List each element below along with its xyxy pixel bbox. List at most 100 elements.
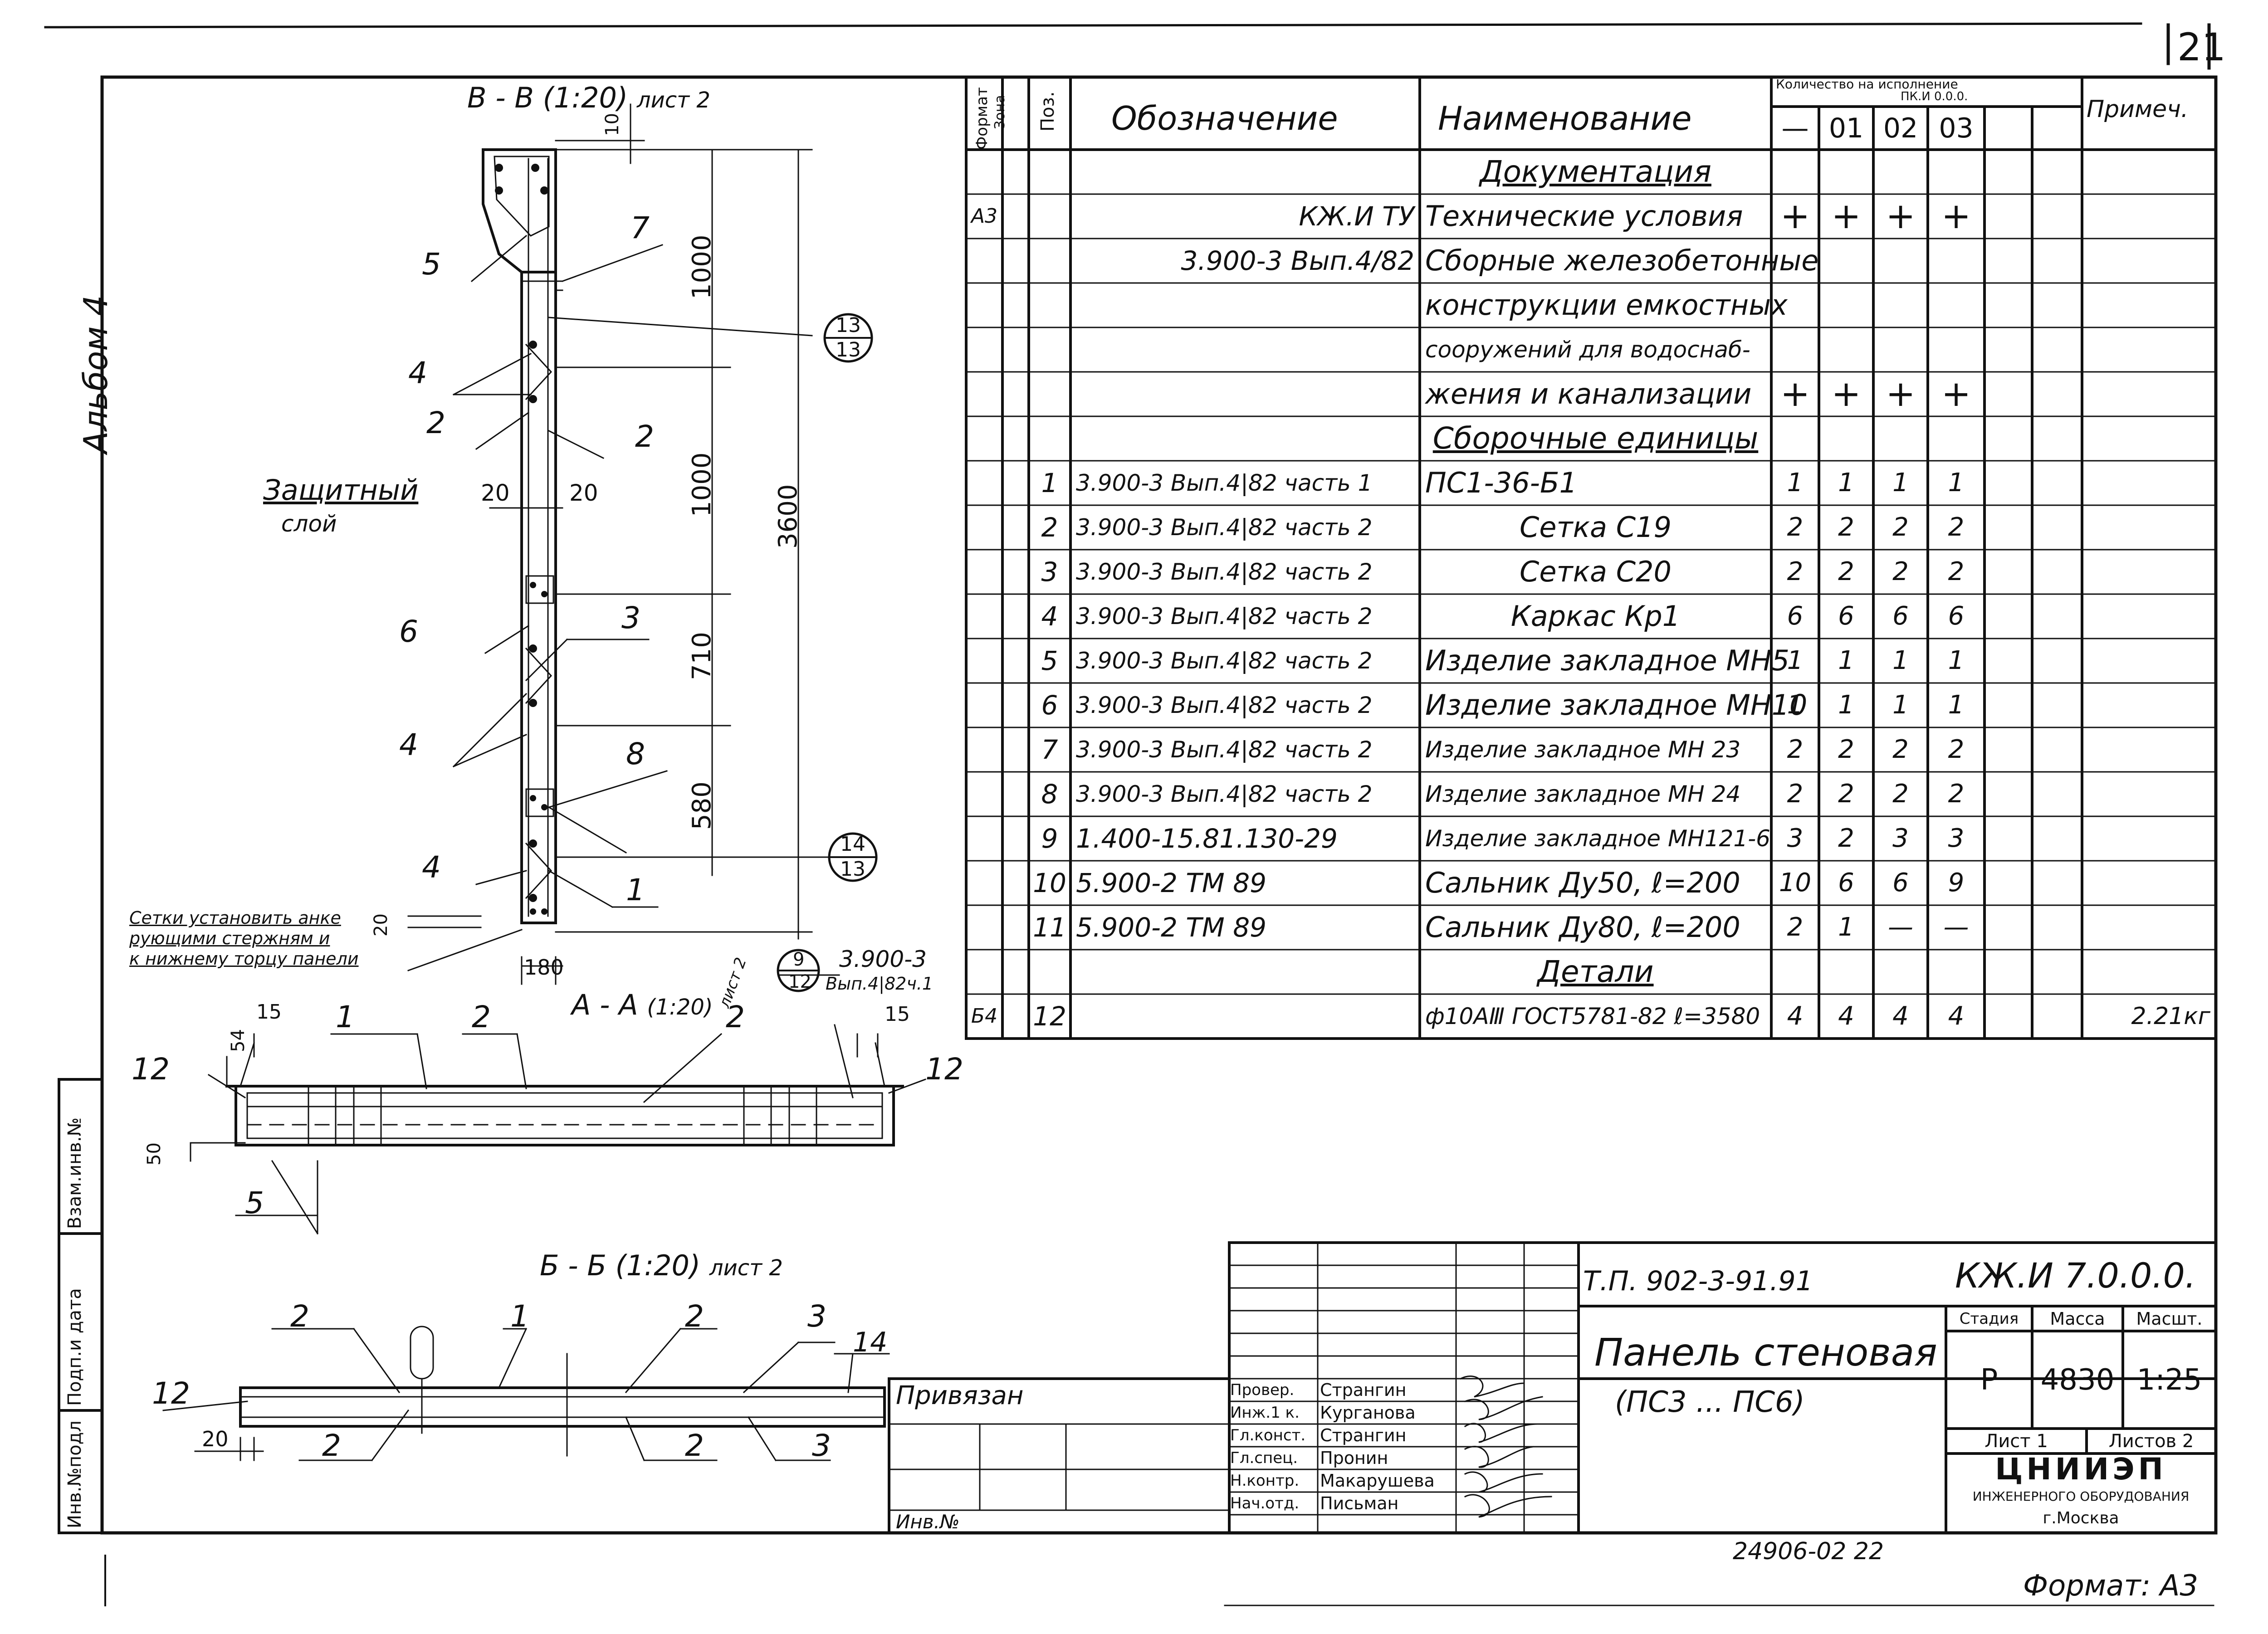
spec-row-qty: 4 [1892,1001,1909,1031]
spec-row-format [966,950,1002,994]
sheet-number: 21 [2177,25,2226,69]
spec-row-qty: 2 [1892,557,1909,586]
tb-org-2: ИНЖЕНЕРНОГО ОБОРУДОВАНИЯ [1972,1489,2190,1504]
spec-row-format: А3 [971,205,998,228]
spec-row-qty [1771,239,1819,283]
spec-row-designation [1070,416,1420,461]
spec-header-var-03: 03 [1939,112,1974,144]
spec-row-format [966,461,1002,505]
spec-row-qty: 2 [1948,512,1965,542]
vv-dim-710: 710 [687,632,717,680]
tb-privyazan: Привязан [896,1381,1024,1410]
spec-row-name: Изделие закладное МН10 [1425,688,1808,722]
spec-row-format [966,150,1002,194]
spec-row-designation [1070,283,1420,327]
tb-project: Т.П. 902-3-91.91 [1583,1265,1813,1297]
aa-ref-9: 9 [793,949,805,970]
aa-callout-2b: 2 [726,1000,745,1034]
vv-callout-3: 3 [621,600,640,635]
vv-dim-180: 180 [524,955,564,980]
tb-mass-header: Масса [2050,1308,2105,1329]
tb-title-1: Панель стеновая [1594,1330,1937,1375]
spec-row-qty: 9 [1948,868,1965,897]
spec-row-format [966,239,1002,283]
spec-row-qty: 1 [1838,468,1854,498]
signatures [1459,1375,1552,1518]
spec-row-pos [1029,239,1070,283]
vv-callout-2a: 2 [426,405,445,440]
vv-dim-20-left: 20 [481,480,510,506]
spec-row-qty: 2 [1787,735,1804,764]
spec-row-qty: 2 [1948,557,1965,586]
stamp-inv-repl: Взам.инв.№ [64,1117,85,1229]
bb-dim-20: 20 [202,1427,229,1451]
tb-signatory-name: Курганова [1320,1403,1416,1423]
spec-section-heading: Документация [1480,154,1711,189]
spec-row-name: ПС1-36-Б1 [1425,466,1577,499]
spec-row-qty: — [1888,912,1913,942]
spec-row-pos [1029,372,1070,416]
spec-row-qty [1771,416,1819,461]
spec-row-qty: + [1941,374,1971,415]
aa-callout-12-right: 12 [925,1052,963,1087]
spec-row-qty [1873,416,1928,461]
vv-callout-1: 1 [626,873,645,907]
tb-code: КЖ.И 7.0.0.0. [1955,1255,2196,1296]
spec-row-qty: + [1780,196,1810,237]
spec-row-pos: 7 [1041,734,1058,765]
vv-title: В - В (1:20) лист 2 [467,81,710,114]
spec-row-name: Сетка С19 [1520,511,1672,544]
spec-row-qty: 4 [1787,1001,1804,1031]
spec-row-designation: 3.900-3 Вып.4|82 часть 2 [1076,648,1373,674]
spec-row-note [2082,283,2216,327]
aa-callout-1: 1 [336,1000,355,1034]
spec-row-format [966,372,1002,416]
spec-row-qty [1771,283,1819,327]
tb-role: Н.контр. [1230,1472,1300,1490]
spec-row-pos [1029,283,1070,327]
aa-ref-12: 12 [788,971,811,992]
spec-row-qty [1928,327,1984,372]
spec-row-note [2082,327,2216,372]
spec-row-note [2082,905,2216,950]
spec-row-pos: 10 [1033,868,1066,898]
spec-row-note [2082,461,2216,505]
spec-row-designation [1070,327,1420,372]
spec-row-designation: 3.900-3 Вып.4|82 часть 2 [1076,781,1373,807]
spec-row-pos: 2 [1041,512,1058,543]
tb-mass: 4830 [2040,1363,2115,1397]
vv-callout-4a: 4 [408,356,427,390]
spec-row-pos [1029,950,1070,994]
spec-row-qty [1819,327,1873,372]
spec-row-qty: 1 [1948,690,1965,720]
aa-dim-15-right: 15 [885,1003,910,1026]
spec-row-qty: 2 [1892,735,1909,764]
spec-row-qty: 1 [1892,646,1909,675]
spec-row-qty: + [1886,374,1916,415]
bb-callout-2b: 2 [685,1299,704,1334]
spec-row-name: сооружений для водоснаб- [1425,337,1750,363]
spec-row-qty: 2 [1838,512,1854,542]
spec-row-qty: 4 [1838,1001,1854,1031]
tb-title-2: (ПС3 ... ПС6) [1615,1385,1805,1419]
spec-row-pos: 8 [1041,779,1058,810]
spec-row-note [2082,683,2216,727]
vv-dim-580: 580 [687,781,717,830]
spec-row-name: Сальник Ду80, ℓ=200 [1425,911,1740,944]
spec-header-var-01: 01 [1828,112,1864,144]
spec-row-pos: 5 [1041,645,1058,676]
bb-callout-2a: 2 [290,1299,309,1334]
aa-callout-12-left: 12 [132,1052,170,1087]
vv-dim-20-right: 20 [569,480,598,506]
copy-code: 24906-02 22 [1733,1538,1884,1565]
aa-ref-doc-2: Вып.4|82ч.1 [826,974,934,994]
spec-row-qty [1928,150,1984,194]
spec-row-qty: 2 [1787,912,1804,942]
aa-callout-5: 5 [245,1185,264,1220]
bb-callout-1: 1 [510,1299,529,1334]
spec-row-note [2082,239,2216,283]
spec-row-qty: 3 [1892,824,1909,853]
spec-row-qty: 2 [1838,557,1854,586]
spec-row-format [966,772,1002,816]
